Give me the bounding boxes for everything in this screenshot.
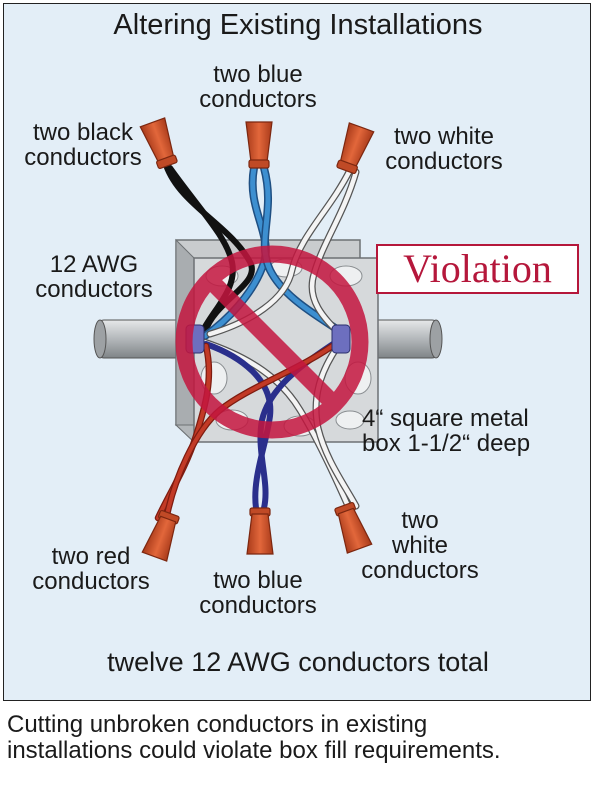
wirenut-red	[141, 509, 180, 562]
diagram-title: Altering Existing Installations	[113, 9, 483, 41]
wirenut-white-top	[336, 122, 375, 175]
violation-label: Violation	[376, 244, 579, 294]
blue-conductor	[203, 341, 274, 511]
conduit-left	[93, 319, 191, 359]
wirenut-white-bottom	[334, 501, 373, 554]
prohibition-icon	[175, 245, 369, 439]
white-conductor	[313, 343, 359, 509]
cable-connector-right	[331, 324, 351, 354]
wirenut-blue-top	[245, 121, 273, 169]
wirenut-black	[139, 117, 178, 170]
wirenut-blue-bottom	[246, 507, 274, 555]
blue-conductor	[202, 165, 269, 339]
blue-conductor	[261, 165, 341, 333]
total-conductors-note: twelve 12 AWG conductors total	[107, 647, 489, 677]
